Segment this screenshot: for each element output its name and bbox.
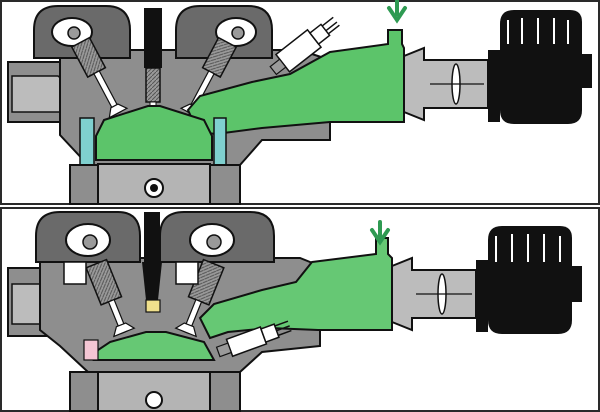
air-filter-inlet	[582, 54, 592, 88]
spark-plug-icon	[144, 8, 162, 68]
fuel-injector-icon	[269, 16, 340, 76]
cylinder-liner-left	[79, 117, 95, 167]
fuel-injector-icon	[215, 320, 292, 358]
piston-pin	[145, 391, 163, 409]
piston-pin-center	[150, 184, 158, 192]
exhaust-valve	[85, 258, 136, 338]
intake-cam-lobe	[206, 234, 222, 250]
cylinder-liner-left	[83, 339, 99, 361]
port-injection-panel	[0, 0, 600, 205]
airflow-down-arrow-icon	[387, 0, 407, 24]
combustion-chamber-charge	[95, 105, 213, 161]
air-filter-icon	[476, 260, 488, 332]
intake-rocker	[175, 261, 199, 285]
direct-injection-panel	[0, 207, 600, 412]
air-filter-housing	[488, 226, 572, 334]
intake-cam-lobe	[231, 26, 245, 40]
cylinder-liner-right	[213, 117, 227, 167]
air-filter-housing	[500, 10, 582, 124]
exhaust-cam-lobe	[67, 26, 81, 40]
spark-plug-gap	[145, 299, 161, 313]
intake-charge	[186, 29, 405, 136]
air-filter-ribs	[495, 234, 561, 262]
spark-plug-body	[142, 262, 162, 300]
spark-plug-insulator	[145, 67, 161, 103]
exhaust-rocker	[63, 261, 87, 285]
airflow-down-arrow-icon	[370, 220, 390, 246]
air-filter-icon	[488, 50, 500, 122]
air-filter-inlet	[572, 266, 582, 302]
spark-plug-icon	[144, 212, 160, 262]
air-filter-ribs	[507, 18, 569, 44]
exhaust-valve	[70, 36, 129, 119]
exhaust-cam-lobe	[82, 234, 98, 250]
